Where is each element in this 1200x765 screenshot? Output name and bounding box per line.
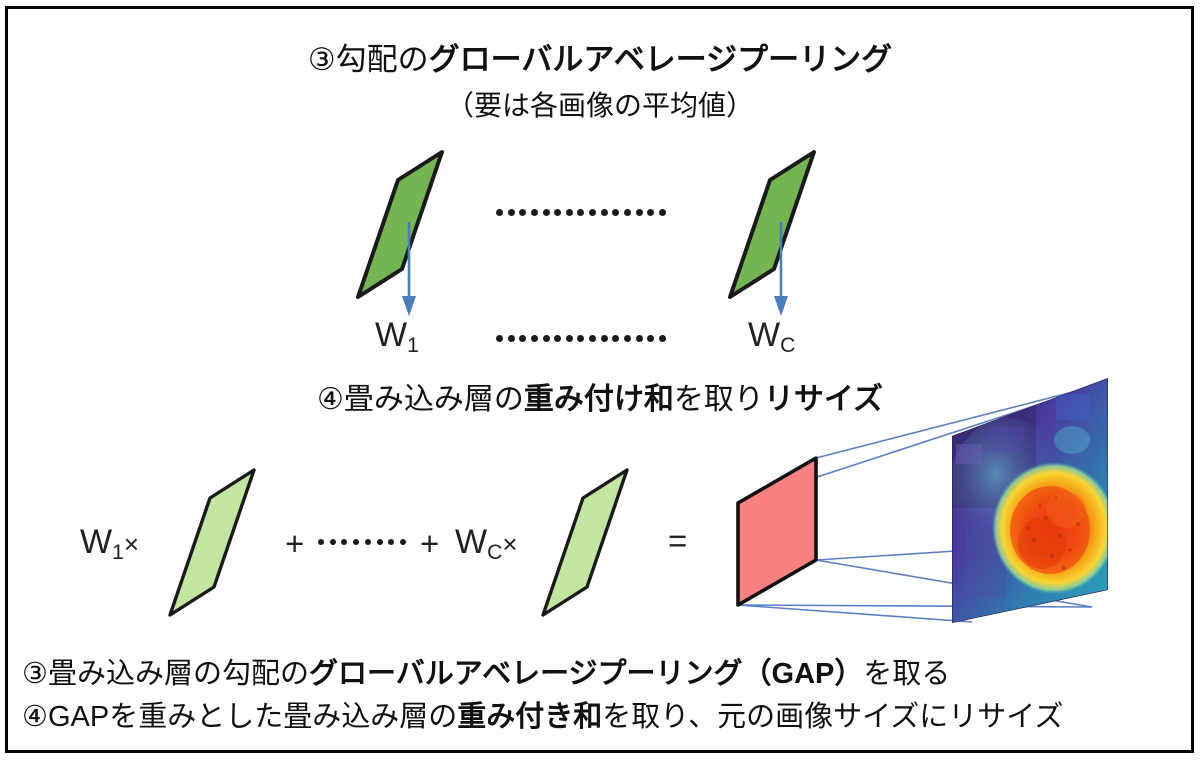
equation-ellipsis-dots xyxy=(318,538,406,546)
weight-label-1-subscript: 1 xyxy=(407,333,419,357)
result-plane xyxy=(720,375,840,635)
equation-term2-subscript: C xyxy=(487,540,503,564)
weight-label-c-symbol: W xyxy=(748,316,781,354)
caption-line-1-bold: グローバルアベレージプーリング（GAP） xyxy=(309,658,864,690)
equation-plus-1: + xyxy=(285,525,305,562)
gap-arrow-c xyxy=(771,222,791,318)
equation-plane-c xyxy=(535,466,640,626)
step4-heading-bold2: リサイズ xyxy=(763,383,883,416)
step4-heading-prefix: ④畳み込み層の xyxy=(316,383,524,416)
step4-heading-bold1: 重み付け和 xyxy=(523,383,674,416)
equation-term2-weight: WC× xyxy=(455,523,518,564)
step3-heading-prefix: ③勾配の xyxy=(307,42,429,77)
equation-term2-multiply: × xyxy=(502,529,518,559)
caption-line-2-a: ④GAPを重みとした畳み込み層の xyxy=(22,701,458,733)
step3-subheading: （要は各画像の平均値） xyxy=(445,90,754,121)
equation-equals: = xyxy=(668,522,688,559)
equation-term1-subscript: 1 xyxy=(112,540,124,564)
equation-plus-2: + xyxy=(420,525,440,562)
equation-term2-symbol: W xyxy=(455,523,488,561)
equation-term1-weight: W1× xyxy=(80,523,140,564)
weight-label-c: WC xyxy=(748,316,796,357)
step4-heading: ④畳み込み層の重み付け和を取りリサイズ xyxy=(0,385,1200,415)
step3-heading: ③勾配のグローバルアベレージプーリング xyxy=(0,44,1200,75)
caption-line-2-b: を取り、元の画像サイズにリサイズ xyxy=(602,701,1064,733)
weight-label-1: W1 xyxy=(375,316,419,357)
caption-line-2-bold: 重み付き和 xyxy=(457,701,603,733)
caption-line-2: ④GAPを重みとした畳み込み層の重み付き和を取り、元の画像サイズにリサイズ xyxy=(22,703,1063,732)
step3-heading-bold: グローバルアベレージプーリング xyxy=(428,42,893,77)
feature-map-plane-c xyxy=(722,148,822,308)
caption-line-1-a: ③畳み込み層の勾配の xyxy=(22,658,309,690)
caption-line-1-b: を取る xyxy=(863,658,951,690)
equation-plane-1 xyxy=(162,466,267,626)
weight-label-c-subscript: C xyxy=(780,333,796,357)
ellipsis-dots-lower xyxy=(496,333,666,343)
gap-arrow-1 xyxy=(399,222,419,318)
ellipsis-dots-upper xyxy=(496,207,666,217)
equation-term1-symbol: W xyxy=(80,523,113,561)
feature-map-plane-1 xyxy=(350,148,450,308)
gradcam-heatmap-image xyxy=(950,378,1110,623)
step4-heading-middle: を取り xyxy=(673,383,764,416)
weight-label-1-symbol: W xyxy=(375,316,408,354)
caption-line-1: ③畳み込み層の勾配のグローバルアベレージプーリング（GAP）を取る xyxy=(22,660,950,689)
equation-term1-multiply: × xyxy=(123,529,140,559)
